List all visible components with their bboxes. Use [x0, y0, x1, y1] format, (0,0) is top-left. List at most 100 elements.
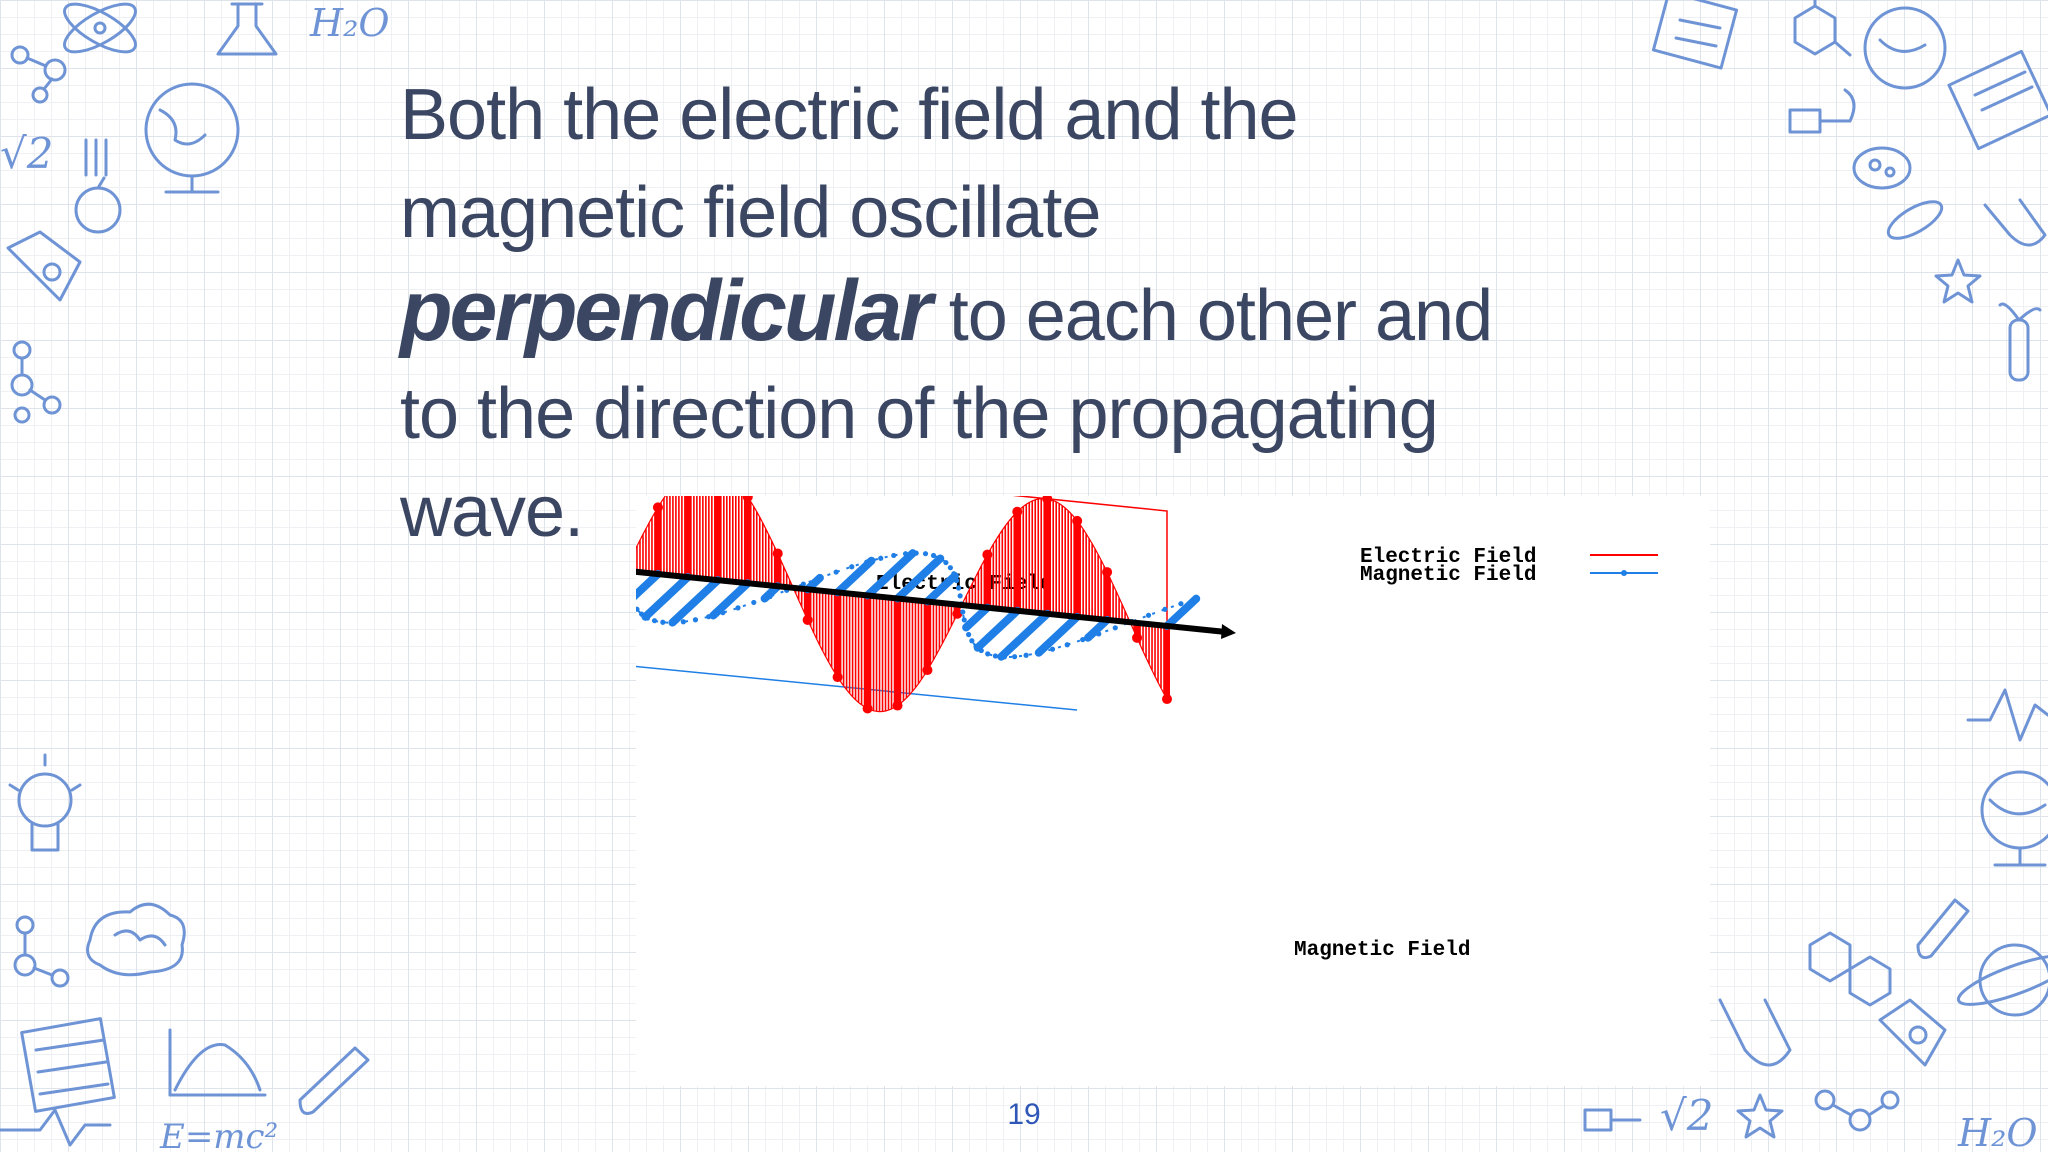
microbe-icon	[1886, 200, 1944, 240]
emc2-text: E=mc²	[159, 1117, 278, 1152]
perpendicular-emphasis: perpendicular	[400, 263, 933, 359]
magnetic-field-vector	[997, 609, 1052, 661]
calculator-icon	[1651, 0, 1739, 70]
magnetic-field-point	[1036, 650, 1042, 656]
flask-icon	[216, 2, 278, 56]
molecule-icon-2	[10, 340, 62, 424]
text-line-3: perpendicular to each other and	[400, 262, 1620, 365]
magnetic-field-point	[951, 571, 957, 577]
propagation-axis-arrow	[1221, 624, 1236, 639]
magnetic-field-point	[1001, 654, 1007, 660]
magnetic-field-point	[720, 610, 726, 616]
magnetic-field-point	[767, 593, 773, 600]
magnetic-field-vector	[893, 554, 945, 603]
brain-icon	[86, 902, 186, 977]
magnetic-field-point	[669, 619, 676, 626]
chart-doodle-icon	[168, 1028, 267, 1097]
magnet-icon-2	[1718, 998, 1792, 1067]
abacus-icon	[20, 1017, 116, 1113]
test-tube-icon-2	[1998, 302, 2042, 382]
lightbulb-icon	[8, 753, 82, 852]
magnetic-field-point	[902, 551, 909, 557]
wave-doodle-icon	[0, 1108, 112, 1147]
magnetic-field-vector	[709, 579, 752, 620]
magnetic-field-point	[636, 606, 640, 612]
magnetic-field-vector	[1034, 612, 1082, 657]
magnetic-field-vector	[863, 549, 917, 600]
magnetic-field-point	[639, 611, 645, 617]
magnetic-field-point	[660, 619, 666, 625]
magnetic-field-vector	[668, 576, 722, 627]
magnetic-field-vector	[973, 606, 1022, 652]
atom-icon	[63, 2, 137, 54]
electric-plane-outline	[1012, 496, 1168, 626]
magnetic-field-point	[891, 552, 897, 559]
globe-icon-3	[1980, 770, 2048, 867]
magnetic-field-point	[966, 631, 972, 638]
legend-magnetic-label: Magnetic Field	[1360, 564, 1536, 587]
magnetic-field-point	[1049, 646, 1056, 652]
sqrt2-left-text: √2	[0, 129, 53, 178]
bacteria-icon	[1852, 146, 1912, 190]
slide-body-text: Both the electric field and the magnetic…	[400, 66, 1620, 561]
magnetic-field-point	[644, 615, 651, 621]
magnetic-field-point	[1096, 631, 1102, 637]
magnetic-field-point	[992, 653, 999, 659]
magnetic-field-point	[651, 618, 658, 624]
magnetic-field-label: Magnetic Field	[1294, 939, 1470, 962]
magnetic-field-point	[878, 555, 884, 561]
hexagon-molecule-icon	[1793, 0, 1852, 57]
magnetic-field-point	[953, 577, 960, 584]
molecule-icon-4	[1814, 1089, 1900, 1132]
magnetic-field-vector	[641, 573, 692, 621]
magnetic-field-point	[849, 564, 855, 570]
magnetic-field-point	[961, 617, 967, 623]
magnetic-field-point	[985, 651, 991, 657]
book-icon	[1947, 49, 2048, 151]
magnet-icon	[1983, 198, 2047, 247]
magnetic-field-point	[963, 624, 969, 631]
legend-magnetic-marker	[1621, 570, 1627, 576]
star-icon	[1934, 258, 1982, 304]
star-icon-2	[1736, 1093, 1784, 1139]
magnetic-field-point	[913, 550, 919, 556]
magnetic-field-point	[1023, 652, 1029, 658]
magnetic-field-vector	[962, 603, 992, 632]
magnetic-field-point	[735, 605, 741, 611]
magnetic-field-vector	[833, 556, 876, 597]
globe-icon	[144, 82, 240, 194]
magnetic-field-point	[978, 647, 984, 654]
magnetic-field-vector	[923, 571, 959, 606]
magnetic-field-point	[1162, 606, 1168, 612]
plug-icon-2	[1583, 1108, 1642, 1132]
magnetic-field-point	[800, 581, 806, 587]
magnetic-field-point	[706, 614, 712, 620]
magnetic-field-point	[947, 565, 953, 571]
magnetic-field-point	[930, 552, 937, 559]
page-number: 19	[1007, 1098, 1041, 1131]
magnetic-field-point	[1012, 654, 1018, 660]
planet-icon	[1956, 943, 2048, 1017]
legend-electric-label: Electric Field	[1360, 546, 1536, 569]
magnetic-field-point	[969, 638, 975, 644]
magnetic-field-point	[1064, 642, 1070, 648]
magnetic-field-point	[957, 593, 963, 599]
magnetic-field-point	[922, 551, 929, 557]
magnetic-field-point	[817, 575, 823, 581]
text-line-4: to the direction of the propagating	[400, 374, 1439, 454]
magnetic-field-point	[973, 643, 979, 649]
text-line-5: wave.	[400, 472, 584, 552]
molecule-icon	[10, 45, 67, 104]
electric-field-envelope	[636, 496, 1168, 713]
test-tube-icon	[298, 1046, 370, 1115]
text-line-2: magnetic field oscillate	[400, 173, 1101, 253]
text-line-3-rest: to each other and	[929, 276, 1493, 356]
magnetic-field-vector	[1163, 594, 1201, 630]
wave-doodle-icon-2	[1966, 688, 2048, 742]
magnetic-field-point	[692, 617, 699, 623]
magnetic-plane-outline	[636, 665, 1078, 711]
magnetic-field-point	[955, 585, 962, 591]
rocket-icon	[6, 230, 82, 302]
magnetic-field-point	[1145, 612, 1152, 618]
magnetic-field-point	[833, 569, 839, 575]
